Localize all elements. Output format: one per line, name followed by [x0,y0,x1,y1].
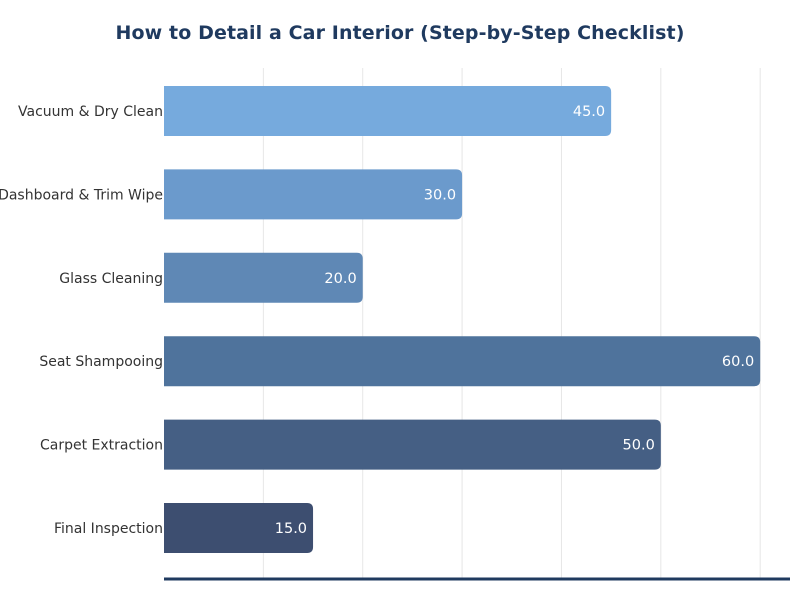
category-label: Vacuum & Dry Clean [18,104,163,120]
chart-title: How to Detail a Car Interior (Step-by-St… [115,22,685,44]
bar [164,252,363,303]
value-label: 30.0 [424,187,456,203]
category-label: Dashboard & Trim Wipe [0,187,163,203]
bar [164,169,463,220]
value-label: 20.0 [324,271,356,287]
value-label: 50.0 [623,438,655,454]
bars [164,86,761,553]
value-label: 45.0 [573,104,605,120]
category-label: Seat Shampooing [39,354,163,370]
bar [164,336,761,387]
bar [164,419,661,470]
value-label: 60.0 [722,354,754,370]
grid-lines [262,68,761,578]
bar [164,86,612,136]
bar [164,503,314,553]
category-label: Carpet Extraction [40,438,163,454]
value-label: 15.0 [275,521,307,537]
value-labels: 45.0 30.0 20.0 60.0 50.0 15.0 [275,104,754,537]
category-label: Final Inspection [54,521,163,537]
category-label: Glass Cleaning [59,271,163,287]
